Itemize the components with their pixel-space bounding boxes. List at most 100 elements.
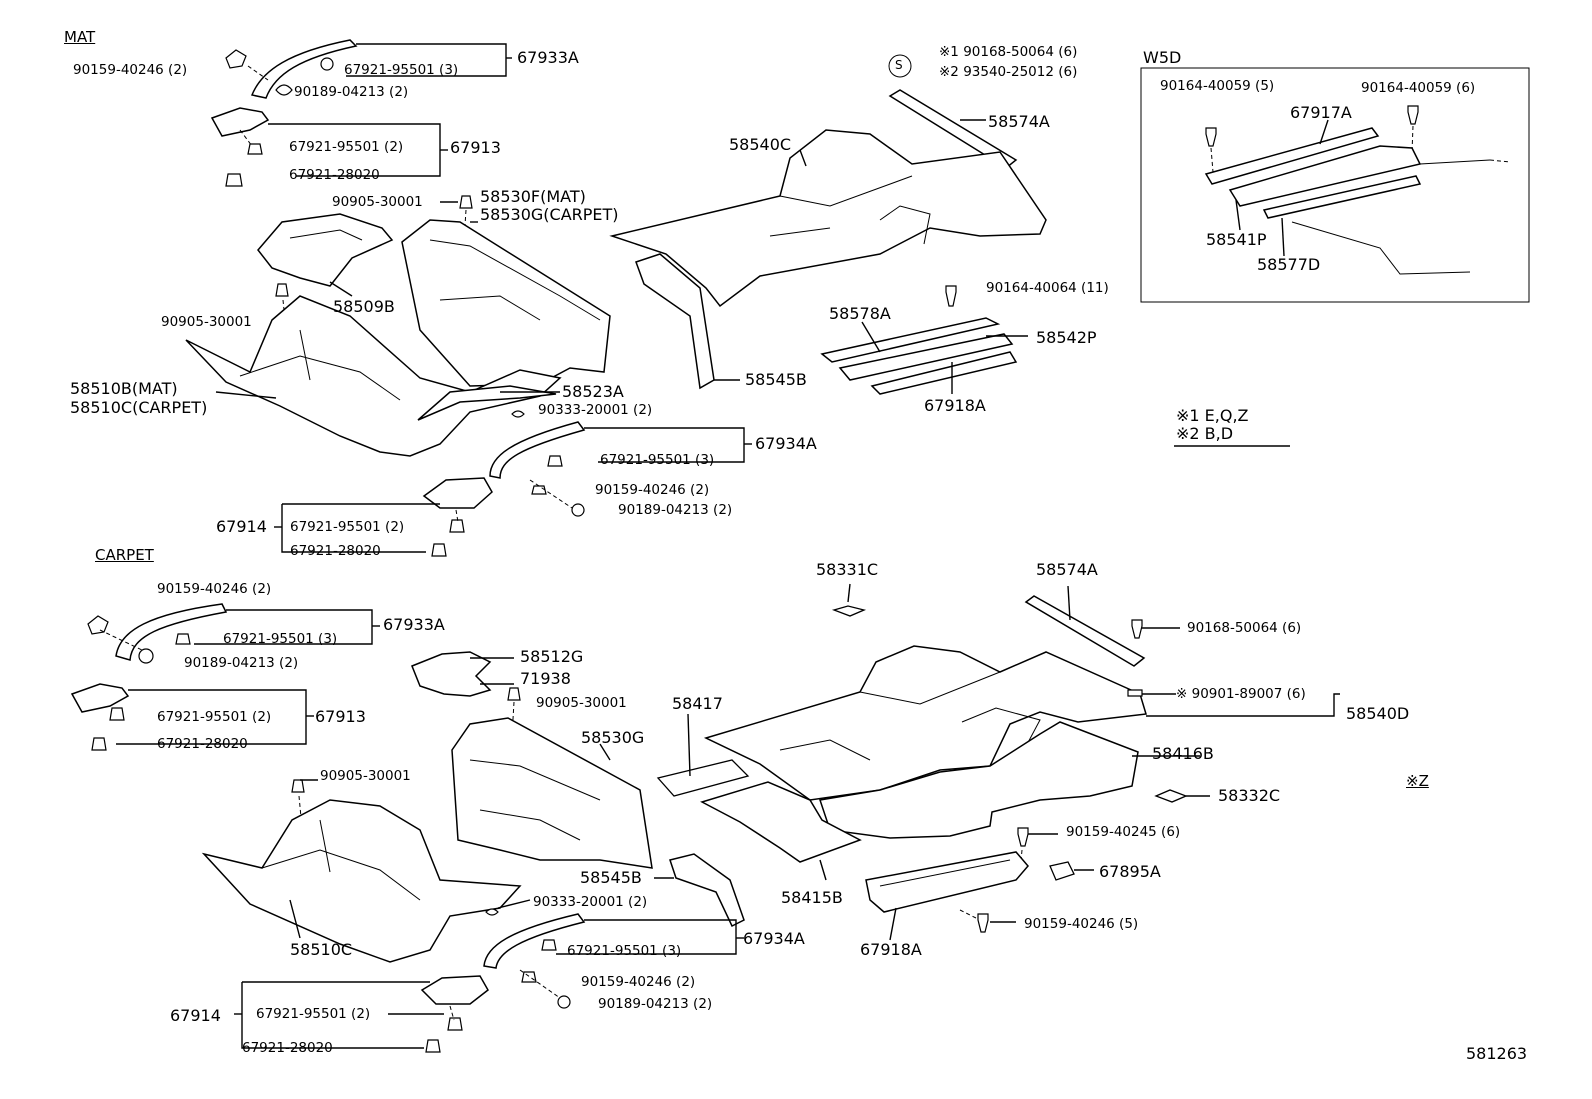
clip-icon <box>225 49 247 69</box>
rail-58577d <box>1262 175 1422 219</box>
clip-icon <box>557 995 571 1009</box>
label-lower-q3: 90168-50064 (6) <box>1187 620 1302 636</box>
label-carpet-c1: 58512G <box>520 647 584 666</box>
molding-67934a <box>483 913 586 969</box>
s-symbol-label: S <box>895 58 903 72</box>
carpet-58415b <box>700 781 862 863</box>
label-carpet-b3: 67921-28020 <box>157 736 248 752</box>
rail-58574a <box>1024 595 1146 667</box>
label-carpet-b1: 67921-95501 (2) <box>157 709 272 725</box>
label-mat-e2: 67921-95501 (2) <box>290 519 405 535</box>
front-floor-mat-58510b <box>185 295 562 457</box>
label-lower-q8: 58332C <box>1218 786 1281 805</box>
mat-group-drawing <box>185 39 752 557</box>
label-carpet-d3: 90159-40246 (2) <box>581 974 696 990</box>
s-symbol-icon <box>888 54 912 78</box>
clip-icon <box>138 648 154 664</box>
w5d-box-drawing <box>1140 67 1530 303</box>
label-carpet-c3: 90905-30001 <box>536 695 627 711</box>
label-mat-c7: 58510C(CARPET) <box>70 398 208 417</box>
molding-67934a <box>489 421 586 479</box>
label-mat-c6: 58510B(MAT) <box>70 379 178 398</box>
clip-icon <box>511 410 525 418</box>
label-w5d-w1: 90164-40059 (5) <box>1160 78 1275 94</box>
cover-58541p <box>1228 145 1422 207</box>
screw-icon <box>1205 127 1217 147</box>
label-carpet-e3: 67921-28020 <box>242 1040 333 1056</box>
lower-center-drawing <box>656 583 1340 941</box>
label-lower-q6: 58417 <box>672 694 723 713</box>
panel-58545b <box>669 853 745 928</box>
label-carpet-a3: 67921-95501 (3) <box>223 631 338 647</box>
clip-icon <box>521 971 537 983</box>
label-mat-c4: 58509B <box>333 297 395 316</box>
clip-icon <box>425 1039 441 1053</box>
clip-icon <box>449 519 465 533</box>
label-mat-a3: 67933A <box>517 48 579 67</box>
clip-icon <box>291 779 305 793</box>
label-mat-a1: 90159-40246 (2) <box>73 62 188 78</box>
clip-icon <box>175 633 191 645</box>
bracket-67914 <box>422 477 493 509</box>
rear-floor-58540c <box>609 129 1047 308</box>
clip-icon <box>485 908 499 916</box>
label-carpet-d1: 67934A <box>743 929 805 948</box>
floor-carpet-58530g <box>451 717 653 869</box>
pad-58417 <box>656 759 750 797</box>
note-2: ※2 B,D <box>1176 424 1234 443</box>
screw-icon <box>1017 827 1029 847</box>
clip-icon <box>1127 689 1143 697</box>
rail-58574a <box>888 89 1018 169</box>
clip-icon <box>459 195 473 209</box>
w5d-frame <box>1140 67 1530 303</box>
scuff-plate-67933a <box>115 603 228 661</box>
scuff-plate-67933a <box>250 39 358 99</box>
plug-58332c <box>1154 789 1188 803</box>
label-mat-c2: 58530F(MAT) <box>480 187 586 206</box>
clip-icon <box>541 939 557 951</box>
sill-67918a <box>865 851 1029 913</box>
section-mat: MAT <box>64 28 96 46</box>
label-mat-b3: 67921-28020 <box>289 167 380 183</box>
label-upper-p6: 67918A <box>924 396 986 415</box>
label-lower-q9: 90159-40245 (6) <box>1066 824 1181 840</box>
label-mat-c1: 90905-30001 <box>332 194 423 210</box>
label-mat-d3: 90159-40246 (2) <box>595 482 710 498</box>
bracket-67914 <box>420 975 489 1005</box>
section-z-note: ※Z <box>1406 772 1429 790</box>
label-mat-e3: 67921-28020 <box>290 543 381 559</box>
screw-icon <box>1131 619 1143 639</box>
label-upper-p1: 58574A <box>988 112 1050 131</box>
clip-icon <box>431 543 447 557</box>
clip-icon <box>547 455 563 467</box>
label-carpet-e1: 67914 <box>170 1006 221 1025</box>
note-s1: ※1 90168-50064 (6) <box>939 44 1078 60</box>
label-w5d-w4: 58541P <box>1206 230 1267 249</box>
label-carpet-a1: 90159-40246 (2) <box>157 581 272 597</box>
label-upper-p7: 58545B <box>745 370 807 389</box>
label-upper-p5: 58542P <box>1036 328 1097 347</box>
note-1: ※1 E,Q,Z <box>1176 406 1249 425</box>
clip-icon <box>87 615 109 635</box>
clip-icon <box>247 143 263 155</box>
screw-icon <box>977 913 989 933</box>
clip-icon <box>320 57 334 71</box>
label-mat-a2: 67921-95501 (3) <box>344 62 459 78</box>
label-upper-p2: 58540C <box>729 135 792 154</box>
clip-icon <box>91 737 107 751</box>
label-lower-q7: 58416B <box>1152 744 1214 763</box>
clip-icon <box>507 687 521 701</box>
label-upper-p4: 58578A <box>829 304 891 323</box>
stopper-67895a <box>1049 861 1075 881</box>
section-carpet: CARPET <box>95 546 154 564</box>
insulator-58512g <box>411 651 492 697</box>
label-carpet-d2: 67921-95501 (3) <box>567 943 682 959</box>
label-carpet-c7: 90333-20001 (2) <box>533 894 648 910</box>
label-w5d-w3: 67917A <box>1290 103 1352 122</box>
label-carpet-e2: 67921-95501 (2) <box>256 1006 371 1022</box>
front-floor-carpet-58510c <box>201 799 522 963</box>
screw-icon <box>1407 105 1419 125</box>
label-carpet-c4: 58530G <box>581 728 645 747</box>
upper-center-drawing <box>609 54 1047 395</box>
